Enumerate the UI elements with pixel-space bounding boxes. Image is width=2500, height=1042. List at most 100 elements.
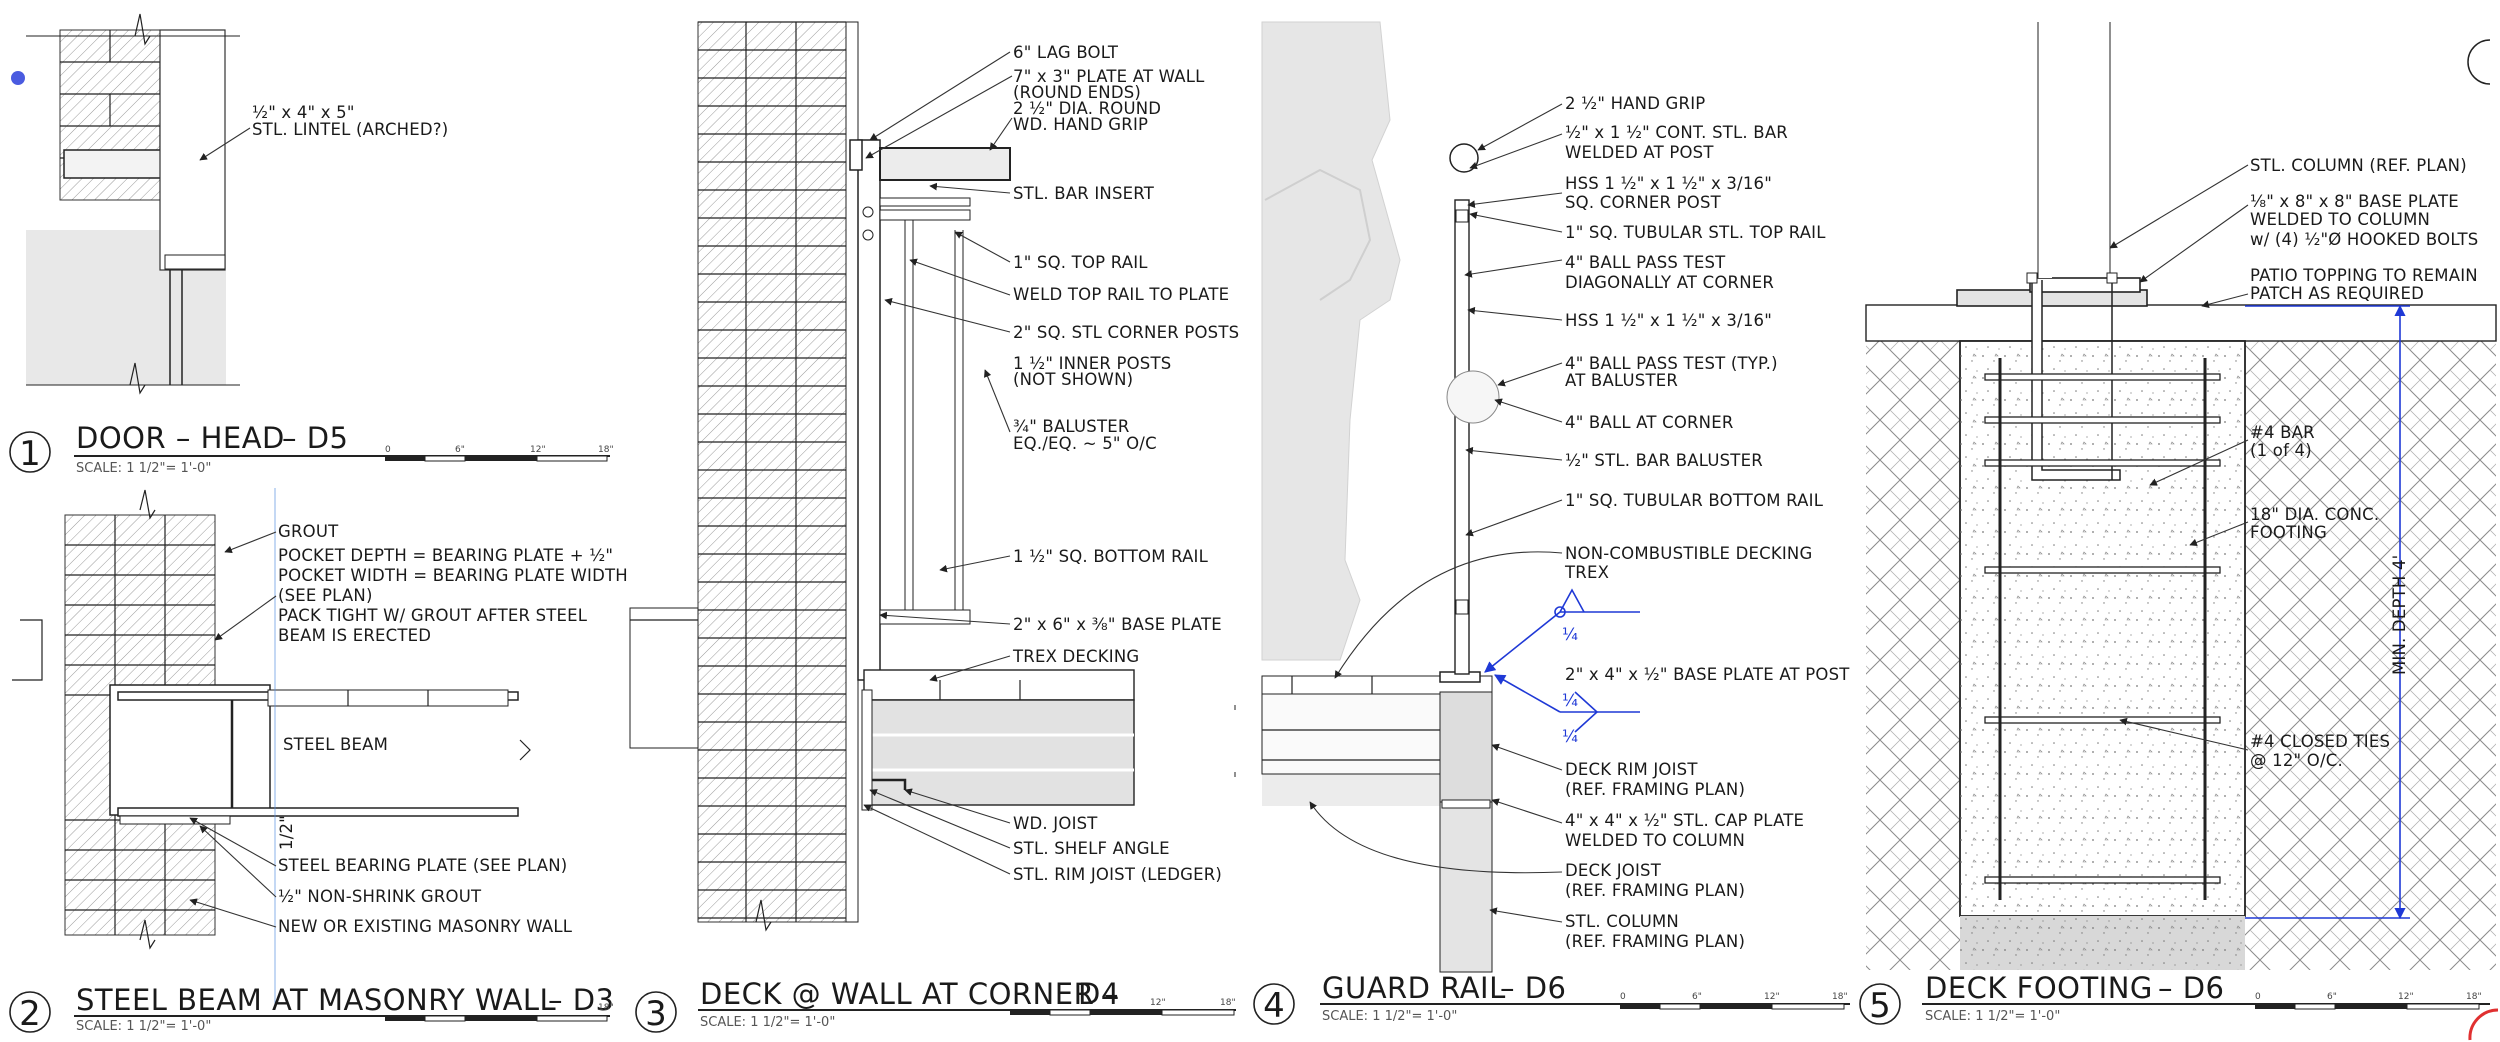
- detail-3-callout: EQ./EQ. ~ 5" O/C: [1013, 434, 1157, 453]
- detail-3-callout: WD. JOIST: [1013, 814, 1098, 833]
- detail-3-scale: SCALE: 1 1/2"= 1'-0": [700, 1015, 835, 1030]
- detail-3-callout: 1" SQ. TOP RAIL: [1013, 253, 1148, 272]
- detail-3-callout: ¾" BALUSTER: [1013, 417, 1130, 436]
- detail-3-callout: STL. RIM JOIST (LEDGER): [1013, 865, 1222, 884]
- scale-tick: 18": [1220, 998, 1236, 1008]
- detail-4-callout: ½" x 1 ½" CONT. STL. BAR: [1565, 123, 1788, 142]
- closed-tie: [1984, 373, 2221, 381]
- detail-4-callout: DECK RIM JOIST: [1565, 760, 1698, 779]
- detail-2-callout: 1/2": [277, 815, 296, 850]
- scale-tick: 12": [1150, 998, 1166, 1008]
- detail-2-callout: STEEL BEAM: [283, 735, 388, 754]
- detail-3-callout: (ROUND ENDS): [1013, 83, 1141, 102]
- weld-size: ¼: [1562, 691, 1578, 710]
- detail-3-callout: TREX DECKING: [1012, 647, 1139, 666]
- detail-4-callout: 4" BALL AT CORNER: [1565, 413, 1734, 432]
- scale-tick: 0: [1620, 992, 1626, 1002]
- scale-tick: 18": [598, 1003, 614, 1013]
- closed-tie: [1984, 566, 2221, 574]
- detail-5-callout: w/ (4) ½"Ø HOOKED BOLTS: [2250, 230, 2478, 249]
- detail-4-callout: 4" BALL PASS TEST: [1565, 253, 1726, 272]
- detail-4-title: GUARD RAIL: [1322, 971, 1506, 1005]
- detail-4-callout: HSS 1 ½" x 1 ½" x 3/16": [1565, 174, 1772, 193]
- scale-tick: 0: [2255, 992, 2261, 1002]
- detail-4-callout: ½" STL. BAR BALUSTER: [1565, 451, 1763, 470]
- scale-tick: 12": [530, 445, 546, 455]
- detail-2-callout: POCKET WIDTH = BEARING PLATE WIDTH: [278, 566, 628, 585]
- detail-4-callout: 4" BALL PASS TEST (TYP.): [1565, 354, 1778, 373]
- detail-2-callout: GROUT: [278, 522, 339, 541]
- detail-1-callout: ½" x 4" x 5": [252, 103, 355, 122]
- detail-4-callout: TREX: [1564, 563, 1609, 582]
- detail-3-callout: 6" LAG BOLT: [1013, 43, 1119, 62]
- scale-tick: 12": [2398, 992, 2414, 1002]
- closed-tie: [1984, 459, 2221, 467]
- detail-5-callout: 18" DIA. CONC.: [2250, 505, 2379, 524]
- scale-tick: 6": [1692, 992, 1702, 1002]
- detail-2-callout: ½" NON-SHRINK GROUT: [278, 887, 482, 906]
- detail-3-callout: 1 ½" SQ. BOTTOM RAIL: [1013, 547, 1209, 566]
- detail-2-steel-beam-masonry: GROUT POCKET DEPTH = BEARING PLATE + ½" …: [9, 488, 628, 1034]
- detail-4-callout: STL. COLUMN: [1565, 912, 1679, 931]
- detail-4-callout: WELDED TO COLUMN: [1565, 831, 1745, 850]
- detail-5-callout: FOOTING: [2250, 523, 2327, 542]
- detail-3-callout: 1 ½" INNER POSTS: [1013, 354, 1171, 373]
- detail-5-callout: PATIO TOPPING TO REMAIN: [2250, 266, 2478, 285]
- detail-3-number: 3: [645, 994, 667, 1034]
- scale-tick: 18": [598, 445, 614, 455]
- detail-1-number: 1: [19, 434, 41, 474]
- scale-bar: 12" 18": [1010, 998, 1236, 1016]
- detail-3-callout: 7" x 3" PLATE AT WALL: [1013, 67, 1205, 86]
- detail-2-ref: – D3: [548, 983, 615, 1017]
- detail-4-callout: (REF. FRAMING PLAN): [1565, 932, 1745, 951]
- detail-2-callout: PACK TIGHT W/ GROUT AFTER STEEL: [278, 606, 588, 625]
- detail-2-callout: (SEE PLAN): [278, 586, 373, 605]
- detail-3-callout: WD. HAND GRIP: [1013, 115, 1148, 134]
- detail-3-callout: STL. SHELF ANGLE: [1013, 839, 1170, 858]
- detail-5-scale: SCALE: 1 1/2"= 1'-0": [1925, 1009, 2060, 1024]
- detail-2-callout: NEW OR EXISTING MASONRY WALL: [278, 917, 573, 936]
- detail-5-callout: @ 12" O/C.: [2250, 751, 2343, 770]
- detail-4-number: 4: [1263, 986, 1285, 1026]
- closed-tie: [1984, 416, 2221, 424]
- detail-3-callout: 2 ½" DIA. ROUND: [1013, 99, 1161, 118]
- scale-tick: 18": [2466, 992, 2482, 1002]
- detail-2-callout: POCKET DEPTH = BEARING PLATE + ½": [278, 546, 613, 565]
- detail-2-title: STEEL BEAM AT MASONRY WALL: [76, 983, 556, 1017]
- scale-tick: 6": [455, 445, 465, 455]
- detail-3-deck-wall-corner: 6" LAG BOLT 7" x 3" PLATE AT WALL(ROUND E…: [629, 21, 1239, 1034]
- detail-4-ref: – D6: [1500, 971, 1567, 1005]
- detail-1-scale: SCALE: 1 1/2"= 1'-0": [76, 461, 211, 476]
- weld-size: ¼: [1562, 727, 1578, 746]
- detail-5-title: DECK FOOTING: [1925, 971, 2153, 1005]
- detail-5-callout: STL. COLUMN (REF. PLAN): [2250, 156, 2467, 175]
- detail-4-callout: HSS 1 ½" x 1 ½" x 3/16": [1565, 311, 1772, 330]
- detail-5-ref: – D6: [2158, 971, 2225, 1005]
- scale-tick: 12": [1764, 992, 1780, 1002]
- detail-3-callout: WELD TOP RAIL TO PLATE: [1013, 285, 1229, 304]
- detail-5-callout: #4 BAR: [2250, 423, 2315, 442]
- detail-4-callout: (REF. FRAMING PLAN): [1565, 780, 1745, 799]
- detail-5-callout: MIN. DEPTH 4': [2390, 555, 2409, 675]
- detail-3-title: DECK @ WALL AT CORNER –: [700, 977, 1119, 1011]
- detail-1-door-head: ½" x 4" x 5" STL. LINTEL (ARCHED?) 1 DOO…: [9, 13, 614, 476]
- weld-size: ¼: [1562, 625, 1578, 644]
- scale-bar: 18": [385, 1003, 614, 1022]
- detail-3-callout: STL. BAR INSERT: [1013, 184, 1155, 203]
- detail-4-callout: NON-COMBUSTIBLE DECKING: [1565, 544, 1812, 563]
- detail-1-callout: STL. LINTEL (ARCHED?): [252, 120, 448, 139]
- detail-4-callout: SQ. CORNER POST: [1565, 193, 1722, 212]
- detail-4-scale: SCALE: 1 1/2"= 1'-0": [1322, 1009, 1457, 1024]
- detail-4-callout: WELDED AT POST: [1565, 143, 1714, 162]
- detail-3-ref: D4: [1078, 977, 1120, 1011]
- scale-tick: 0: [385, 445, 391, 455]
- detail-4-callout: DIAGONALLY AT CORNER: [1565, 273, 1774, 292]
- weld-symbols: ¼ ¼ ¼: [1484, 588, 1640, 746]
- detail-4-callout: 1" SQ. TUBULAR STL. TOP RAIL: [1565, 223, 1826, 242]
- detail-4-callout: 4" x 4" x ½" STL. CAP PLATE: [1565, 811, 1804, 830]
- detail-3-callout: (NOT SHOWN): [1013, 370, 1133, 389]
- detail-3-callout: 2" SQ. STL CORNER POSTS: [1013, 323, 1239, 342]
- detail-4-callout: 1" SQ. TUBULAR BOTTOM RAIL: [1565, 491, 1824, 510]
